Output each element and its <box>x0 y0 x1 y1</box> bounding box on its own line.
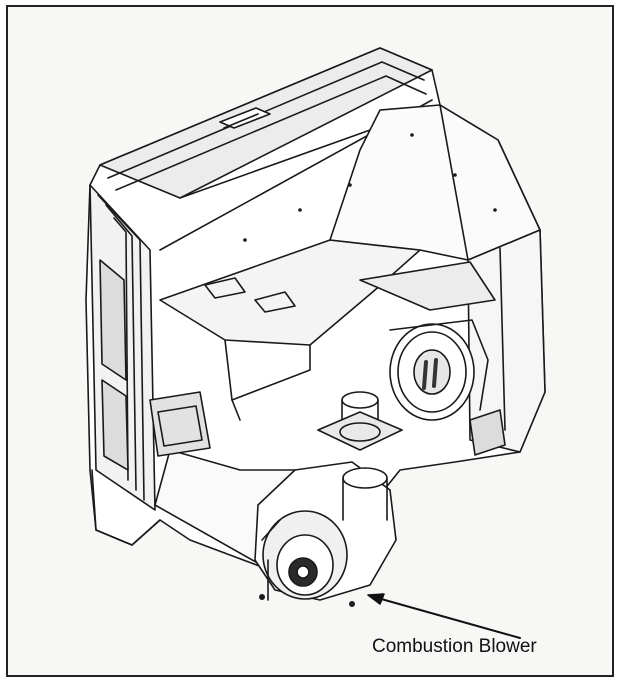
right-side-frame <box>359 229 546 453</box>
callout-label: Combustion Blower <box>372 636 537 657</box>
convection-blower <box>389 319 506 456</box>
shelf-slot-left <box>204 277 246 299</box>
left-side-panels <box>89 184 161 546</box>
callout-arrow <box>367 593 521 639</box>
shelf-slot-right <box>254 291 296 313</box>
exhaust-pipe <box>317 391 403 451</box>
combustion-blower <box>254 461 397 607</box>
ash-door <box>149 391 211 457</box>
rear-panel <box>243 104 541 261</box>
